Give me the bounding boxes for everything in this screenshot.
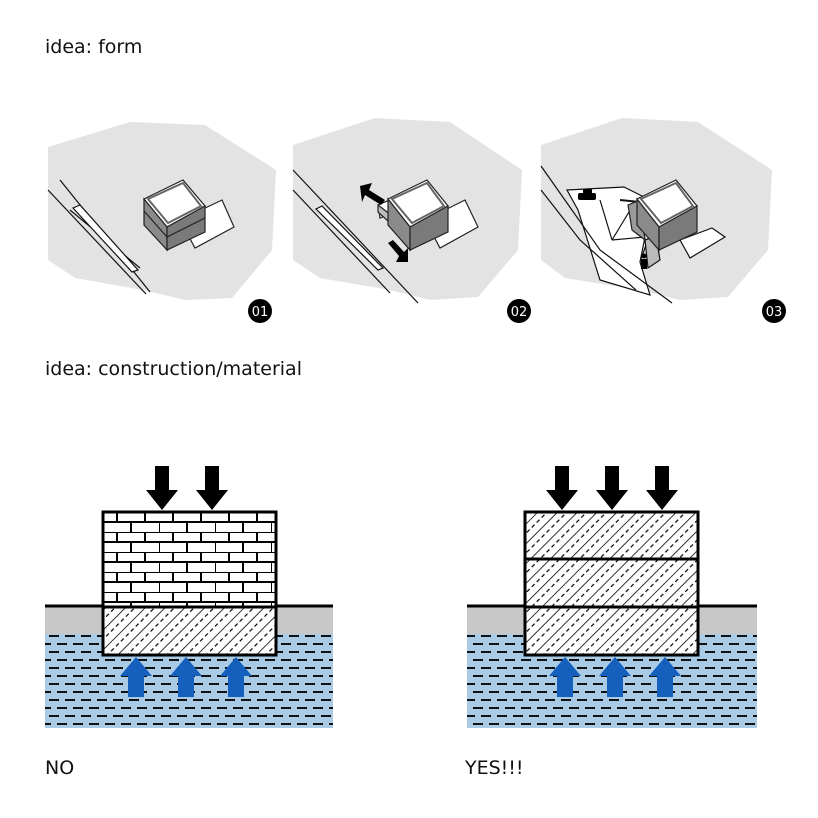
- building-volume: [143, 179, 235, 252]
- form-step-03: 03: [540, 118, 786, 323]
- arrow-up-icon: [649, 657, 681, 697]
- arrow-down-icon: [646, 466, 678, 510]
- arrow-up-icon: [599, 657, 631, 697]
- construction-variant-yes: [467, 466, 757, 728]
- arrow-down-icon: [196, 466, 228, 510]
- step-badge-label: 01: [252, 305, 269, 320]
- step-badge: [762, 299, 786, 323]
- arrow-up-icon: [120, 657, 152, 697]
- form-step-01: 01: [47, 122, 276, 323]
- road: [47, 179, 151, 295]
- load-arrows: [546, 466, 678, 510]
- concrete-base-hatch: [101, 605, 278, 657]
- uplift-arrows: [120, 657, 252, 697]
- car-icon: [578, 189, 596, 200]
- step-badge: [248, 299, 272, 323]
- building-volume-shifted: [377, 179, 479, 252]
- person-icon: [641, 253, 647, 269]
- arrow-down-icon: [546, 466, 578, 510]
- section-title-form: idea: form: [45, 36, 143, 58]
- form-step-02: 02: [292, 118, 531, 323]
- arrow-down-icon: [146, 466, 178, 510]
- section-title-construction: idea: construction/material: [45, 358, 302, 380]
- arrow-up-icon: [549, 657, 581, 697]
- verdict-no: NO: [45, 757, 75, 779]
- load-arrows: [146, 466, 228, 510]
- verdict-yes: YES!!!: [465, 757, 524, 779]
- building-volume: [627, 179, 698, 252]
- brick-wall: [101, 510, 278, 609]
- arrow-up-left-icon: [360, 183, 385, 205]
- construction-variant-no: [45, 466, 333, 728]
- step-badge: [507, 299, 531, 323]
- shift-arrows: [360, 183, 408, 262]
- arrow-down-icon: [596, 466, 628, 510]
- arrow-down-right-icon: [388, 240, 408, 262]
- arrow-up-icon: [220, 657, 252, 697]
- uplift-arrows: [549, 657, 681, 697]
- concrete-block-hatch: [523, 510, 700, 657]
- step-badge-label: 03: [766, 305, 783, 320]
- road: [292, 169, 419, 304]
- arrow-up-icon: [170, 657, 202, 697]
- step-badge-label: 02: [511, 305, 528, 320]
